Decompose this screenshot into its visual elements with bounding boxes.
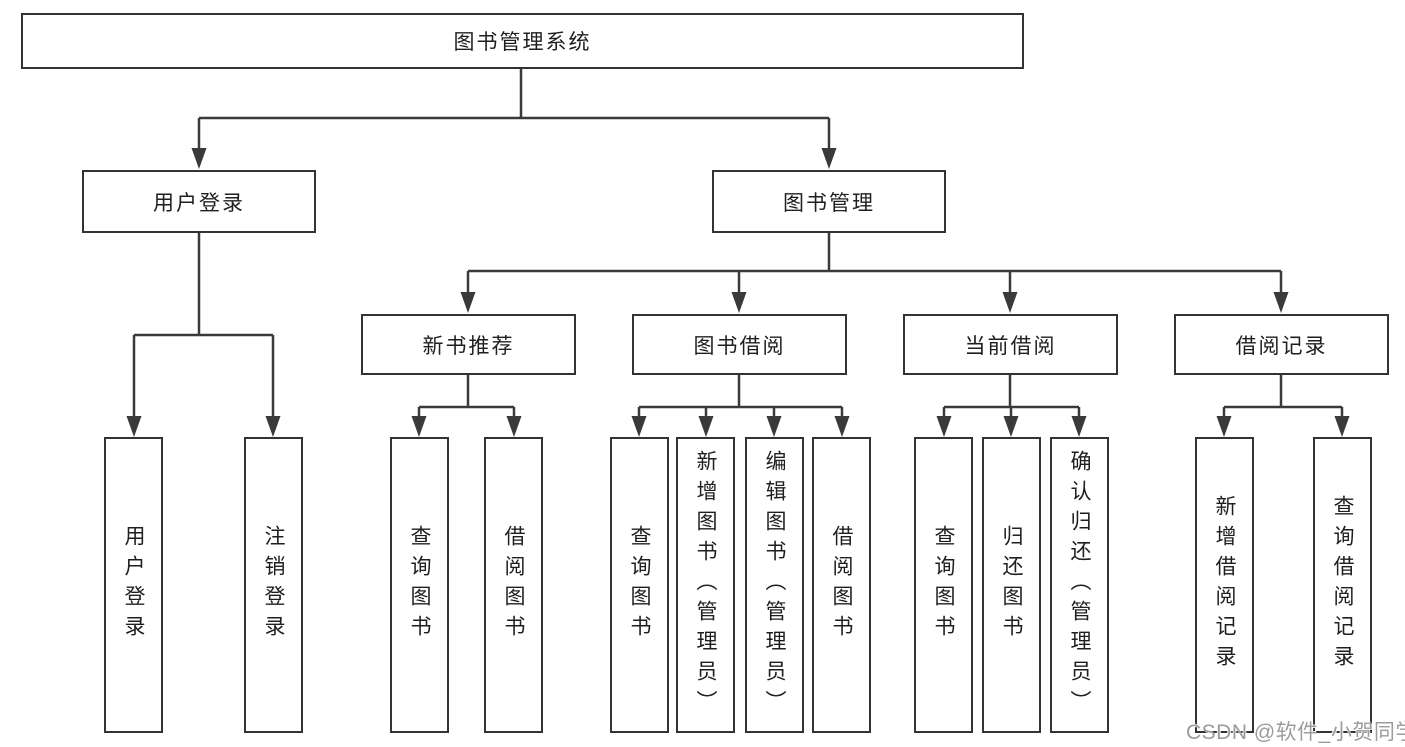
node-book-management: 图书管理 bbox=[712, 170, 946, 233]
node-new-book-recommend: 新书推荐 bbox=[361, 314, 576, 375]
leaf-return-book-label: 归还图书 bbox=[1000, 525, 1023, 645]
csdn-watermark: CSDN @软件_小贺同学 bbox=[1186, 721, 1405, 744]
leaf-query-book-recommend-label: 查询图书 bbox=[408, 525, 431, 645]
node-root: 图书管理系统 bbox=[21, 13, 1024, 69]
leaf-confirm-return-admin: 确认归还（管理员） bbox=[1050, 437, 1109, 733]
leaf-add-borrow-record: 新增借阅记录 bbox=[1195, 437, 1254, 733]
leaf-query-book-current-label: 查询图书 bbox=[932, 525, 955, 645]
node-book-management-label: 图书管理 bbox=[783, 191, 875, 215]
leaf-confirm-return-admin-label: 确认归还（管理员） bbox=[1068, 450, 1091, 720]
leaf-borrow-book-recommend: 借阅图书 bbox=[484, 437, 543, 733]
leaf-add-borrow-record-label: 新增借阅记录 bbox=[1213, 495, 1236, 675]
leaf-borrow-book-recommend-label: 借阅图书 bbox=[502, 525, 525, 645]
leaf-borrow-book: 借阅图书 bbox=[812, 437, 871, 733]
leaf-logout: 注销登录 bbox=[244, 437, 303, 733]
leaf-query-book-recommend: 查询图书 bbox=[390, 437, 449, 733]
node-new-book-recommend-label: 新书推荐 bbox=[422, 334, 515, 358]
leaf-query-book-current: 查询图书 bbox=[914, 437, 973, 733]
node-current-borrow-label: 当前借阅 bbox=[964, 334, 1057, 358]
node-root-label: 图书管理系统 bbox=[453, 31, 592, 54]
connector-paths bbox=[132, 68, 1344, 419]
node-book-borrow: 图书借阅 bbox=[632, 314, 847, 375]
leaf-add-book-admin-label: 新增图书（管理员） bbox=[694, 450, 717, 720]
node-book-borrow-label: 图书借阅 bbox=[693, 334, 786, 358]
leaf-query-borrow-record: 查询借阅记录 bbox=[1313, 437, 1372, 733]
leaf-borrow-book-label: 借阅图书 bbox=[830, 525, 853, 645]
arrowheads bbox=[126, 148, 1350, 437]
leaf-query-book-borrow: 查询图书 bbox=[610, 437, 669, 733]
node-borrow-record-label: 借阅记录 bbox=[1235, 334, 1328, 358]
leaf-user-login-label: 用户登录 bbox=[122, 525, 145, 645]
node-current-borrow: 当前借阅 bbox=[903, 314, 1118, 375]
leaf-edit-book-admin: 编辑图书（管理员） bbox=[745, 437, 804, 733]
leaf-edit-book-admin-label: 编辑图书（管理员） bbox=[763, 450, 786, 720]
leaf-query-book-borrow-label: 查询图书 bbox=[628, 525, 651, 645]
leaf-add-book-admin: 新增图书（管理员） bbox=[676, 437, 735, 733]
leaf-return-book: 归还图书 bbox=[982, 437, 1041, 733]
leaf-user-login: 用户登录 bbox=[104, 437, 163, 733]
leaf-logout-label: 注销登录 bbox=[262, 525, 285, 645]
leaf-query-borrow-record-label: 查询借阅记录 bbox=[1331, 495, 1354, 675]
node-borrow-record: 借阅记录 bbox=[1174, 314, 1389, 375]
node-user-login-label: 用户登录 bbox=[153, 191, 245, 215]
node-user-login: 用户登录 bbox=[82, 170, 316, 233]
